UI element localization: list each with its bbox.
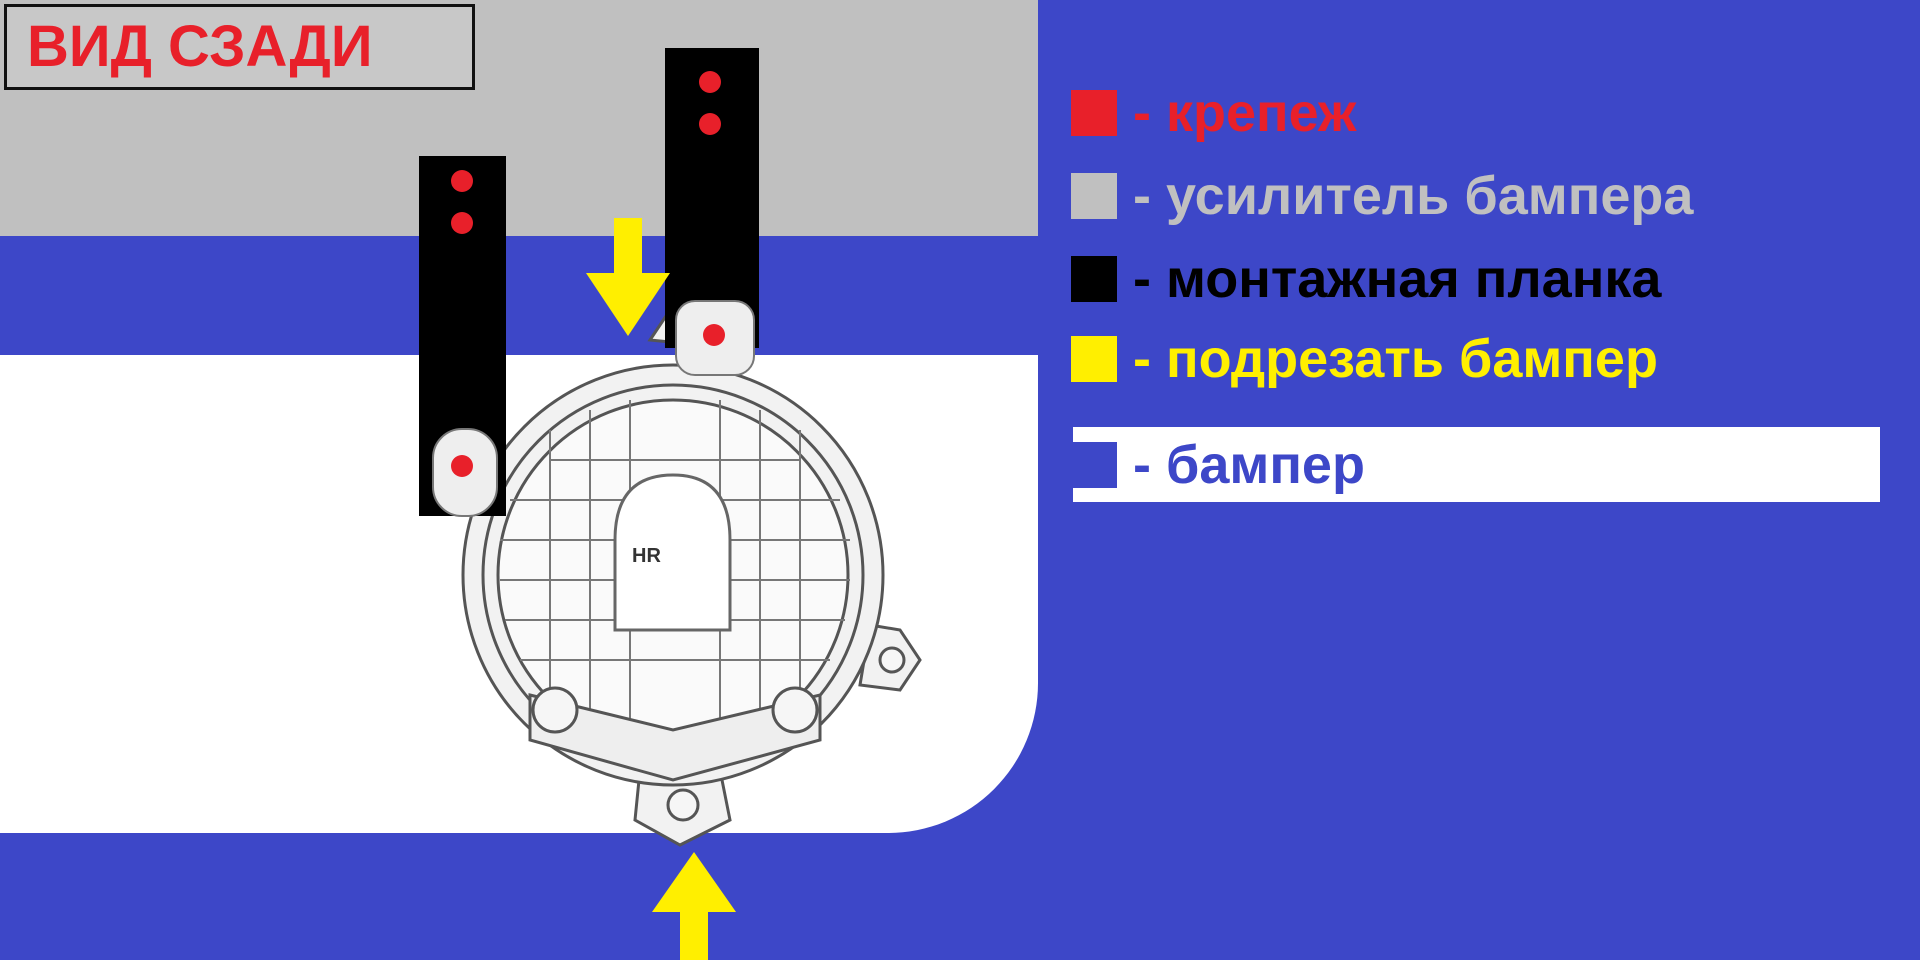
legend-swatch: [1071, 336, 1117, 382]
fastener-dot: [451, 212, 473, 234]
view-title: ВИД СЗАДИ: [4, 4, 475, 90]
legend-swatch: [1071, 90, 1117, 136]
legend-item-mounting-bracket: - монтажная планка: [1071, 249, 1661, 309]
cut-arrow-down-icon: [586, 218, 670, 336]
legend-item-fastener: - крепеж: [1071, 83, 1356, 143]
legend-swatch: [1071, 173, 1117, 219]
legend-swatch: [1071, 442, 1117, 488]
legend-item-cut: - подрезать бампер: [1071, 329, 1658, 389]
fog-lamp-drawing: HR: [448, 308, 922, 847]
legend-item-bumper: - бампер: [1071, 435, 1365, 495]
cut-arrow-up-icon: [652, 852, 736, 960]
fastener-dot: [451, 455, 473, 477]
bumper-legend-background: [1073, 427, 1880, 502]
fastener-dot: [699, 113, 721, 135]
fastener-dot: [451, 170, 473, 192]
legend-swatch: [1071, 256, 1117, 302]
legend-item-reinforcement: - усилитель бампера: [1071, 166, 1693, 226]
lamp-label: HR: [632, 545, 661, 567]
fastener-dot: [699, 71, 721, 93]
mounting-bracket-right: [665, 48, 759, 348]
fastener-dot: [703, 324, 725, 346]
